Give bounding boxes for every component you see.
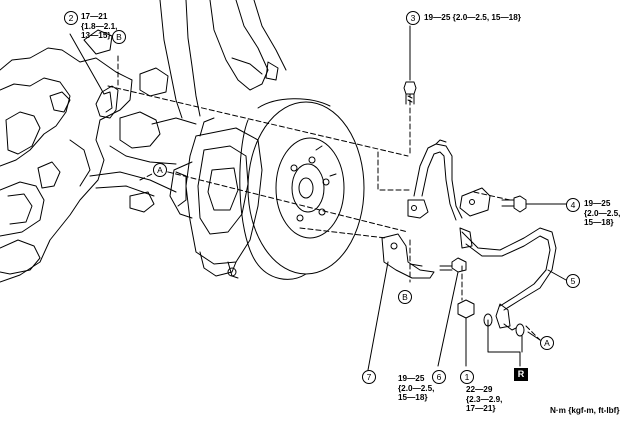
torque-label-part-6: 19—25 {2.0—2.5, 15—18} bbox=[398, 374, 435, 402]
bolt-part-4 bbox=[501, 195, 567, 213]
torque-label-part-1: 22—29 {2.3—2.9, 17—21} bbox=[466, 385, 503, 413]
ref-marker-b-bottom: B bbox=[398, 290, 412, 304]
callout-3: 3 bbox=[406, 11, 420, 25]
replace-marker: R bbox=[514, 368, 528, 381]
callout-1: 1 bbox=[460, 370, 474, 384]
union-bolt-part-1 bbox=[457, 299, 525, 367]
subframe-body bbox=[0, 29, 133, 283]
callout-6: 6 bbox=[432, 370, 446, 384]
callout-2: 2 bbox=[64, 11, 78, 25]
ref-marker-a-left: A bbox=[153, 163, 167, 177]
callout-5: 5 bbox=[566, 274, 580, 288]
bolt-part-3 bbox=[403, 25, 417, 105]
bracket-part-2 bbox=[69, 33, 119, 119]
ref-marker-a-right: A bbox=[540, 336, 554, 350]
torque-label-part-4: 19—25 {2.0—2.5, 15—18} bbox=[584, 199, 621, 227]
torque-units-note: N·m {kgf-m, ft-lbf} bbox=[550, 406, 620, 415]
callout-4: 4 bbox=[566, 198, 580, 212]
brake-disc bbox=[239, 98, 365, 280]
brake-hose-lower bbox=[459, 227, 557, 331]
torque-label-part-3: 19—25 {2.0—2.5, 15—18} bbox=[424, 13, 521, 22]
ref-marker-b-top: B bbox=[112, 30, 126, 44]
brake-hose-upper bbox=[407, 139, 491, 221]
dashed-leaders bbox=[107, 55, 541, 341]
callout-7: 7 bbox=[362, 370, 376, 384]
bolt-part-6 bbox=[437, 257, 467, 367]
bracket-part-7 bbox=[367, 233, 435, 371]
torque-label-part-2: 17—21 {1.8—2.1, 13—15} bbox=[81, 12, 118, 40]
